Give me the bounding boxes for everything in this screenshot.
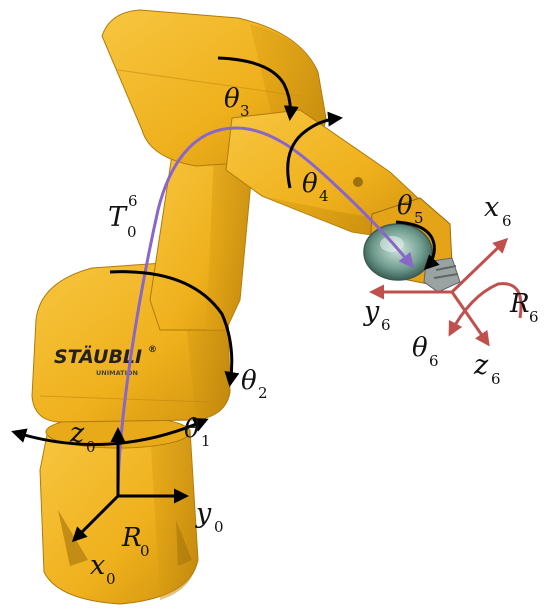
theta5-rotation-arrow bbox=[395, 220, 440, 271]
svg-text:6: 6 bbox=[529, 308, 539, 326]
joint-arrows bbox=[11, 56, 440, 446]
theta6-rotation-arrow bbox=[448, 282, 523, 337]
label-theta2: θ 2 bbox=[241, 366, 268, 402]
svg-text:®: ® bbox=[148, 345, 157, 355]
svg-text:y: y bbox=[363, 296, 380, 327]
theta3-rotation-arrow bbox=[217, 56, 299, 121]
theta4-rotation-arrow bbox=[286, 111, 343, 189]
label-transform-t06: T 0 6 bbox=[108, 192, 138, 241]
label-x6: x 6 bbox=[484, 192, 512, 230]
svg-text:STÄUBLI: STÄUBLI bbox=[54, 344, 142, 368]
label-end-frame-r6: R 6 bbox=[509, 289, 539, 326]
robot-flange-lens bbox=[363, 223, 433, 281]
svg-text:x: x bbox=[484, 192, 499, 223]
svg-text:z: z bbox=[473, 350, 489, 381]
svg-text:0: 0 bbox=[86, 438, 96, 456]
label-z0: z 0 bbox=[69, 418, 96, 456]
label-y6: y 6 bbox=[363, 296, 391, 334]
robot-arm: STÄUBLI ® UNIMATION bbox=[31, 9, 461, 605]
end-frame-axes bbox=[369, 237, 523, 347]
svg-text:θ: θ bbox=[412, 333, 428, 363]
label-base-frame-r0: R 0 bbox=[121, 523, 150, 560]
svg-text:3: 3 bbox=[240, 102, 250, 120]
label-theta3: θ 3 bbox=[224, 84, 250, 120]
label-theta6: θ 6 bbox=[412, 333, 439, 370]
label-z6: z 6 bbox=[473, 350, 501, 388]
svg-text:UNIMATION: UNIMATION bbox=[96, 369, 138, 377]
labels: θ 1 θ 2 θ 3 θ 4 θ 5 θ 6 T 0 6 R 0 bbox=[69, 84, 539, 588]
z6-axis-arrow bbox=[450, 291, 490, 347]
base-frame-axes bbox=[71, 427, 189, 543]
svg-text:6: 6 bbox=[128, 192, 138, 210]
svg-text:6: 6 bbox=[429, 352, 439, 370]
svg-text:θ: θ bbox=[184, 414, 200, 444]
x6-axis-arrow bbox=[450, 237, 509, 294]
label-theta5: θ 5 bbox=[397, 191, 424, 227]
brand-logo: STÄUBLI ® UNIMATION bbox=[54, 344, 157, 377]
kinematic-chain-path bbox=[116, 126, 414, 489]
x0-axis-arrow bbox=[71, 494, 120, 543]
svg-text:6: 6 bbox=[502, 212, 512, 230]
svg-text:0: 0 bbox=[106, 570, 116, 588]
svg-text:θ: θ bbox=[241, 366, 257, 396]
svg-text:θ: θ bbox=[397, 191, 413, 221]
svg-text:y: y bbox=[195, 498, 212, 529]
label-theta1: θ 1 bbox=[184, 414, 211, 450]
label-y0: y 0 bbox=[195, 498, 224, 536]
label-theta4: θ 4 bbox=[302, 169, 329, 205]
svg-text:R: R bbox=[121, 523, 142, 553]
svg-text:x: x bbox=[90, 550, 105, 581]
svg-text:θ: θ bbox=[224, 84, 240, 114]
svg-text:6: 6 bbox=[491, 370, 501, 388]
svg-text:T: T bbox=[108, 202, 128, 233]
svg-text:0: 0 bbox=[127, 223, 137, 241]
theta2-rotation-arrow bbox=[109, 270, 240, 387]
svg-text:θ: θ bbox=[302, 169, 318, 199]
svg-text:0: 0 bbox=[214, 518, 224, 536]
svg-text:4: 4 bbox=[319, 187, 329, 205]
svg-text:0: 0 bbox=[140, 542, 150, 560]
svg-text:R: R bbox=[509, 289, 530, 319]
svg-text:1: 1 bbox=[201, 432, 211, 450]
svg-text:5: 5 bbox=[414, 209, 424, 227]
theta1-rotation-arrow bbox=[11, 417, 209, 446]
label-x0: x 0 bbox=[90, 550, 116, 588]
svg-text:2: 2 bbox=[258, 384, 268, 402]
svg-text:6: 6 bbox=[381, 316, 391, 334]
svg-text:z: z bbox=[69, 418, 85, 449]
